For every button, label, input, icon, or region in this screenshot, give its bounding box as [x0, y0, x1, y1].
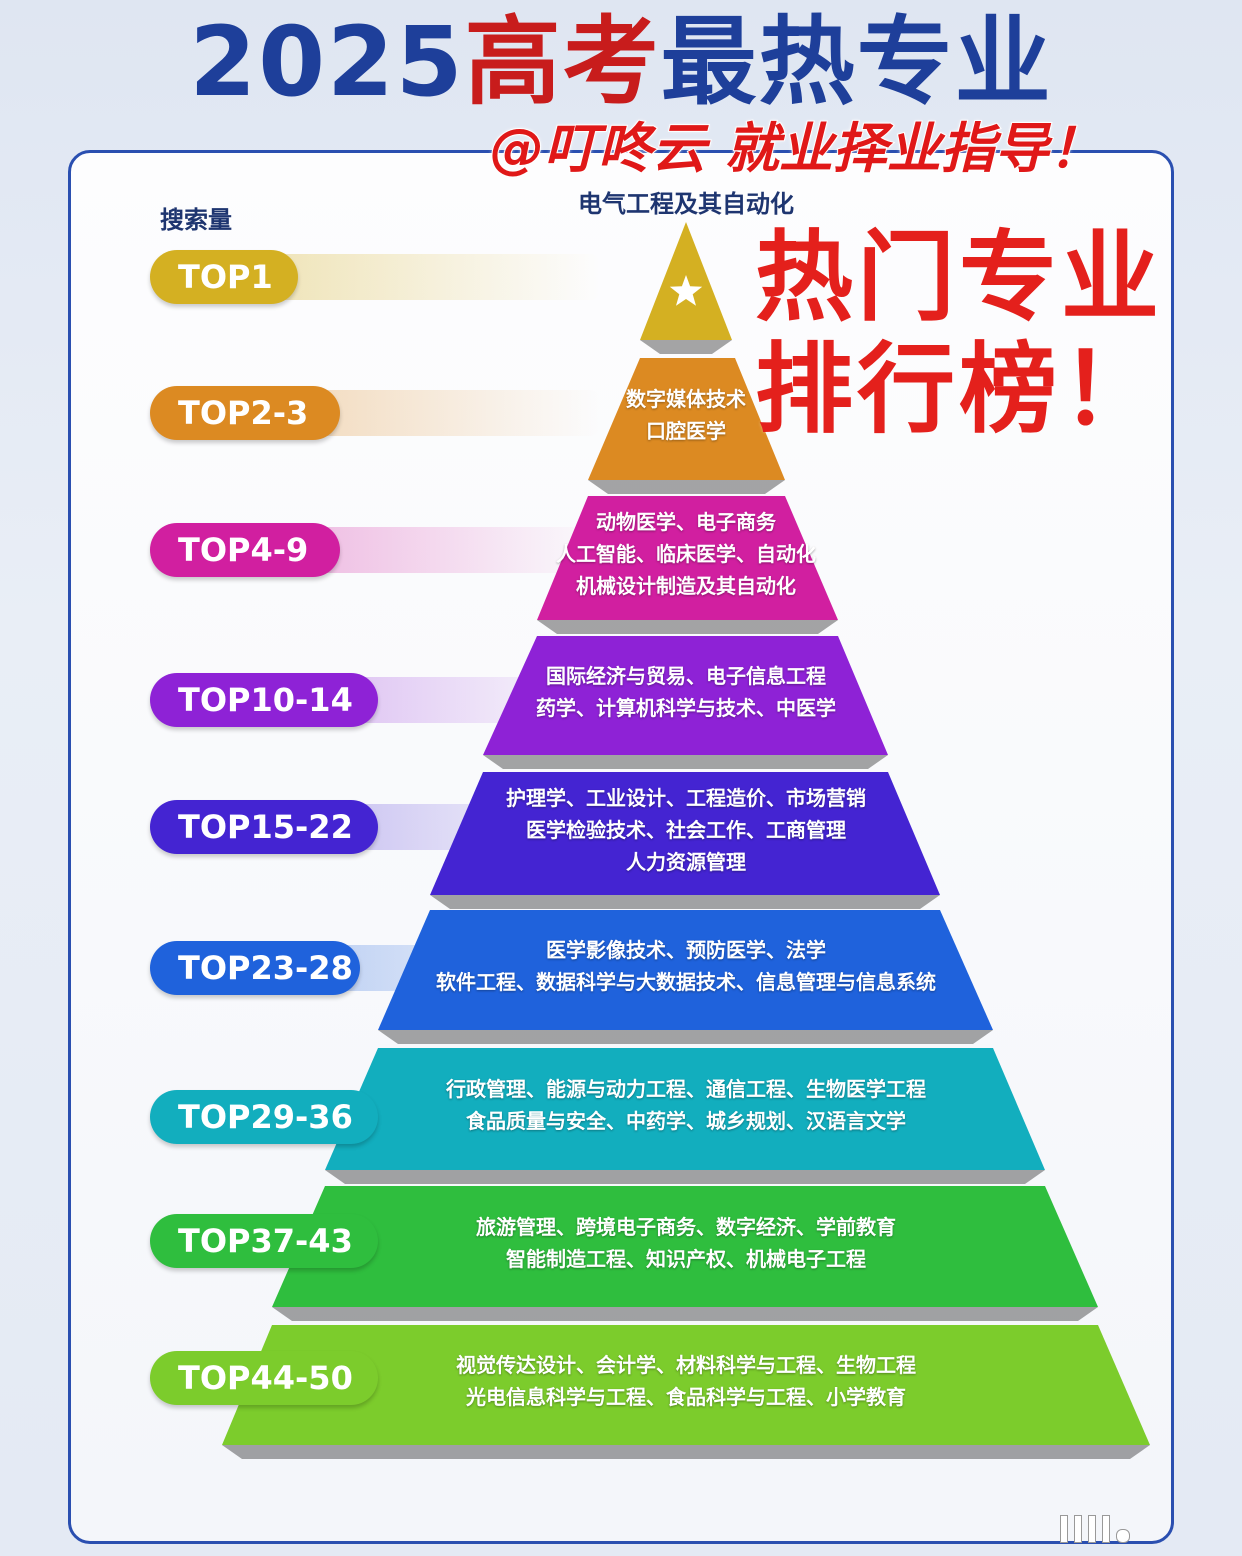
title-red: 高考 — [464, 6, 661, 118]
pyramid-tier-3 — [537, 496, 838, 620]
tier-majors: 护理学、工业设计、工程造价、市场营销医学检验技术、社会工作、工商管理人力资源管理 — [286, 782, 1086, 878]
subtitle: @叮咚云 就业择业指导！ — [489, 117, 1104, 181]
rank-label: TOP15-22 — [150, 800, 378, 854]
tier-line: 医学影像技术、预防医学、法学 — [546, 938, 826, 962]
rank-label: TOP2-3 — [150, 386, 340, 440]
tier-majors: 视觉传达设计、会计学、材料科学与工程、生物工程光电信息科学与工程、食品科学与工程… — [286, 1349, 1086, 1413]
pyramid-tier-2 — [588, 358, 785, 480]
tier-majors: 医学影像技术、预防医学、法学软件工程、数据科学与大数据技术、信息管理与信息系统 — [286, 934, 1086, 998]
axis-label: 搜索量 — [160, 206, 232, 234]
tier-shadow — [588, 480, 785, 494]
overlay-banner: 热门专业排行榜！ — [755, 221, 1164, 447]
tier-shadow — [430, 895, 940, 909]
tier-line: 数字媒体技术 — [626, 387, 746, 411]
tier-line: 旅游管理、跨境电子商务、数字经济、学前教育 — [476, 1214, 896, 1239]
tier-shadow — [640, 340, 732, 354]
tier-line: 食品质量与安全、中药学、城乡规划、汉语言文学 — [466, 1109, 906, 1133]
pyramid-tier-9 — [222, 1325, 1150, 1445]
rank-label: TOP10-14 — [150, 673, 378, 727]
tier-majors: 国际经济与贸易、电子信息工程药学、计算机科学与技术、中医学 — [286, 660, 1086, 724]
tier-line: 视觉传达设计、会计学、材料科学与工程、生物工程 — [456, 1353, 916, 1377]
tier-line: 机械设计制造及其自动化 — [576, 574, 796, 598]
title-blue: 最热专业 — [660, 6, 1053, 118]
tier-shadow — [222, 1445, 1150, 1459]
page-title: 2025高考最热专业 — [0, 8, 1242, 116]
title-year: 2025 — [189, 6, 465, 118]
rank-label: TOP1 — [150, 250, 298, 304]
pyramid-tier-6 — [378, 910, 993, 1030]
tier-majors: 数字媒体技术口腔医学 — [286, 383, 1086, 447]
rank-label: TOP23-28 — [150, 941, 360, 995]
tier-line: 动物医学、电子商务 — [596, 510, 776, 534]
tier-shadow — [537, 620, 838, 634]
apex-label: 电气工程及其自动化 — [578, 190, 794, 218]
tier-line: 医学检验技术、社会工作、工商管理 — [526, 817, 846, 842]
tier-shadow — [378, 1030, 993, 1044]
tier-line: 软件工程、数据科学与大数据技术、信息管理与信息系统 — [436, 970, 936, 994]
tier-shadow — [325, 1170, 1045, 1184]
tier-line: 行政管理、能源与动力工程、通信工程、生物医学工程 — [446, 1077, 926, 1101]
tier-shadow — [483, 755, 888, 769]
tier-line: 护理学、工业设计、工程造价、市场营销 — [506, 785, 866, 810]
rank-label: TOP37-43 — [150, 1214, 378, 1268]
tier-majors: 动物医学、电子商务人工智能、临床医学、自动化机械设计制造及其自动化 — [286, 506, 1086, 602]
rank-label: TOP29-36 — [150, 1090, 378, 1144]
pyramid-tier-5 — [430, 772, 940, 895]
tier-line: 口腔医学 — [646, 419, 726, 443]
pyramid-tier-7 — [325, 1048, 1045, 1170]
pyramid-tier-8 — [272, 1186, 1098, 1307]
pyramid-tier-4 — [483, 636, 888, 755]
star-icon — [669, 275, 703, 306]
tier-line: 药学、计算机科学与技术、中医学 — [536, 695, 836, 720]
rank-label: TOP4-9 — [150, 523, 340, 577]
rank-label: TOP44-50 — [150, 1351, 378, 1405]
tier-majors: 旅游管理、跨境电子商务、数字经济、学前教育智能制造工程、知识产权、机械电子工程 — [286, 1211, 1086, 1275]
tier-line: 光电信息科学与工程、食品科学与工程、小学教育 — [466, 1385, 906, 1409]
watermark-icon — [1060, 1515, 1130, 1543]
tier-line: 人力资源管理 — [626, 849, 746, 874]
tier-line: 智能制造工程、知识产权、机械电子工程 — [506, 1246, 866, 1271]
tier-majors: 行政管理、能源与动力工程、通信工程、生物医学工程食品质量与安全、中药学、城乡规划… — [286, 1073, 1086, 1137]
tier-line: 人工智能、临床医学、自动化 — [556, 542, 816, 566]
tier-shadow — [272, 1307, 1098, 1321]
tier-line: 国际经济与贸易、电子信息工程 — [546, 663, 826, 688]
